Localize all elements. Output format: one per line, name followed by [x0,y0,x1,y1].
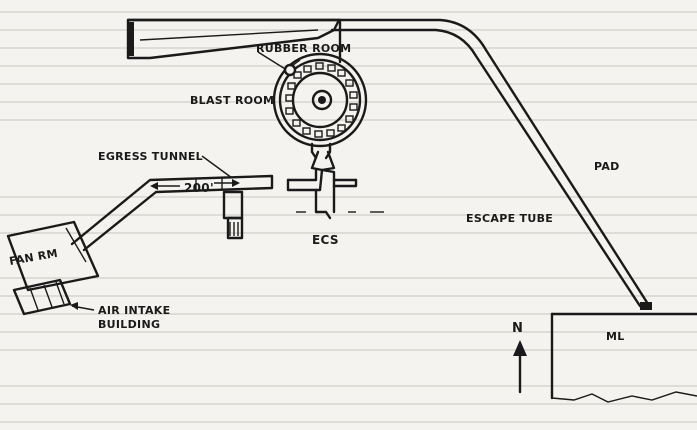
label-egress-tunnel: EGRESS TUNNEL [98,150,203,163]
label-fan-rm: FAN RM [8,247,59,268]
label-ecs: ECS [312,233,339,247]
label-pad: PAD [594,160,620,173]
label-escape-tube: ESCAPE TUBE [466,212,553,225]
ecs-structure [286,150,384,220]
label-rubber-room: RUBBER ROOM [256,42,351,55]
blast-room-seats [285,62,358,138]
fan-room [6,220,100,292]
north-arrow-icon [513,340,527,394]
air-intake-building [12,278,95,316]
mobile-launcher [550,312,697,403]
escape-tube [126,18,652,310]
label-distance: 200' [184,181,214,195]
label-air-intake-line2: BUILDING [98,318,160,331]
blast-room [272,52,368,160]
vertical-shaft [222,190,244,240]
label-north: N [512,321,523,336]
egress-tunnel [70,155,274,252]
label-ml: ML [606,330,625,343]
label-air-intake-line1: AIR INTAKE [98,304,170,317]
label-blast-room: BLAST ROOM [190,94,274,107]
